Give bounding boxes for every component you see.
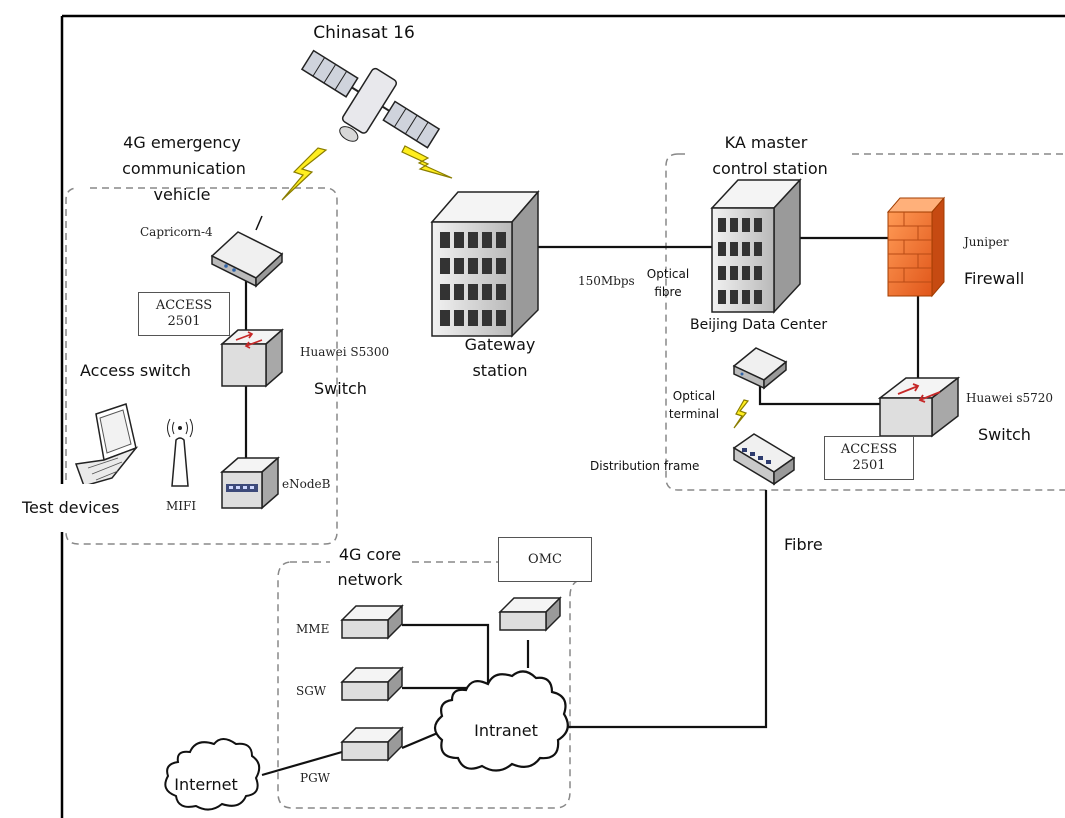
internet-label: Internet bbox=[174, 775, 238, 794]
optical-terminal-icon bbox=[732, 347, 788, 390]
test-devices-label: Test devices bbox=[22, 498, 120, 517]
distribution-frame-icon bbox=[732, 433, 796, 486]
firewall-vendor-label: Juniper bbox=[962, 235, 1009, 249]
link-pgw-intranet bbox=[401, 730, 441, 750]
intranet-cloud-icon bbox=[433, 670, 569, 772]
vehicle-title-line-2: communication bbox=[122, 159, 246, 178]
gateway-label-line-1: Gateway bbox=[465, 335, 536, 354]
sgw-device-icon bbox=[340, 666, 404, 702]
master-switch-label: Switch bbox=[978, 425, 1031, 444]
master-title: KA master control station bbox=[712, 133, 828, 178]
satellite-icon bbox=[300, 49, 441, 149]
link-speed-label: 150Mbps bbox=[578, 274, 635, 288]
mifi-label: MIFI bbox=[166, 499, 196, 513]
firewall-label: Firewall bbox=[964, 269, 1024, 288]
s5300-label: Huawei S5300 bbox=[300, 345, 389, 359]
master-title-line-2: control station bbox=[712, 159, 828, 178]
optical-terminal-line-2: terminal bbox=[669, 407, 719, 421]
sgw-label: SGW bbox=[296, 684, 327, 698]
intranet-label: Intranet bbox=[474, 721, 538, 740]
vehicle-region bbox=[65, 187, 338, 545]
mme-device-icon bbox=[340, 604, 404, 640]
lightning-icons bbox=[281, 145, 750, 429]
link-terminal-switch5720 bbox=[758, 385, 880, 406]
vehicle-title-line-1: 4G emergency bbox=[123, 133, 241, 152]
core-region bbox=[277, 561, 591, 809]
core-title-line-1: 4G core bbox=[339, 545, 401, 564]
vehicle-access-line-2: 2501 bbox=[167, 314, 201, 329]
optical-fibre-line-2: fibre bbox=[654, 285, 681, 299]
omc-label: OMC bbox=[528, 552, 562, 567]
lightning-terminal bbox=[733, 399, 750, 429]
core-switch-icon bbox=[877, 376, 961, 438]
master-access-box: ACCESS 2501 bbox=[824, 436, 914, 480]
core-title-line-2: network bbox=[338, 570, 404, 589]
lightning-sat-vehicle bbox=[281, 147, 328, 201]
master-region bbox=[665, 153, 1065, 491]
vehicle-access-line-1: ACCESS bbox=[155, 298, 213, 313]
vehicle-access-box: ACCESS 2501 bbox=[138, 292, 230, 336]
master-title-line-1: KA master bbox=[725, 133, 808, 152]
region-boundaries bbox=[65, 153, 1065, 809]
lightning-sat-gateway bbox=[401, 145, 453, 179]
capricorn-terminal-icon bbox=[210, 231, 284, 288]
link-frame-intranet bbox=[568, 490, 768, 729]
enodeb-label: eNodeB bbox=[282, 477, 331, 491]
data-center-label: Beijing Data Center bbox=[690, 317, 827, 333]
mme-label: MME bbox=[296, 622, 329, 636]
outer-frame bbox=[60, 14, 1065, 818]
optical-terminal-line-1: Optical bbox=[673, 389, 715, 403]
access-switch-icon bbox=[220, 328, 284, 388]
firewall-icon bbox=[886, 196, 946, 298]
optical-fibre-line-1: Optical bbox=[647, 267, 689, 281]
distribution-frame-label: Distribution frame bbox=[590, 459, 699, 473]
core-title: 4G core network bbox=[338, 545, 404, 589]
pgw-label: PGW bbox=[300, 771, 331, 785]
vehicle-switch-label: Switch bbox=[314, 379, 367, 398]
fibre-label: Fibre bbox=[784, 535, 823, 554]
master-access-line-2: 2501 bbox=[852, 458, 886, 473]
vehicle-title: 4G emergency communication vehicle bbox=[122, 133, 246, 204]
link-internet-pgw bbox=[261, 750, 343, 777]
terminal-label: Capricorn-4 bbox=[140, 225, 213, 239]
test-devices-panel: Test devices bbox=[0, 484, 150, 532]
master-server-icon bbox=[710, 178, 802, 314]
omc-box: OMC bbox=[498, 537, 592, 582]
laptop-icon bbox=[74, 403, 139, 487]
enodeb-icon bbox=[220, 456, 280, 510]
vehicle-title-line-3: vehicle bbox=[154, 185, 211, 204]
satellite-label: Chinasat 16 bbox=[313, 23, 415, 43]
omc-device-icon bbox=[498, 596, 562, 632]
access-switch-label: Access switch bbox=[80, 361, 191, 380]
internet-cloud-icon bbox=[164, 738, 261, 811]
mifi-icon bbox=[167, 418, 193, 487]
link-mme-intranet bbox=[402, 623, 490, 690]
s5720-label: Huawei s5720 bbox=[966, 391, 1053, 405]
gateway-label: Gateway station bbox=[465, 335, 536, 380]
gateway-label-line-2: station bbox=[472, 361, 527, 380]
pgw-device-icon bbox=[340, 726, 404, 762]
gateway-server-icon bbox=[430, 189, 540, 338]
master-access-line-1: ACCESS bbox=[840, 442, 898, 457]
link-terminal-antenna bbox=[255, 215, 263, 231]
